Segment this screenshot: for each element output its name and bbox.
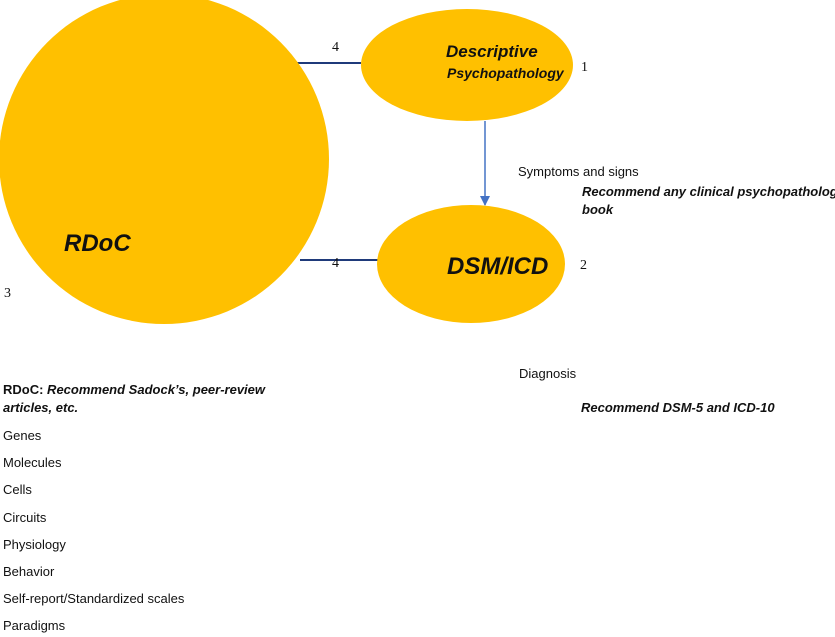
rdoc-recommendation: RDoC: Recommend Sadock’s, peer-review ar… xyxy=(3,381,313,417)
edge-label-rdoc-dsm: 4 xyxy=(332,256,339,271)
dsm-recommendation: Recommend DSM-5 and ICD-10 xyxy=(581,400,775,415)
list-item: Molecules xyxy=(3,455,62,471)
diagnosis-annotation: Diagnosis xyxy=(519,366,577,381)
descriptive-psychopathology-node xyxy=(361,9,573,121)
list-item: Circuits xyxy=(3,509,47,525)
rdoc-recommendation-text: Recommend Sadock’s, peer-review articles… xyxy=(3,382,266,415)
list-item: Self-report/Standardized scales xyxy=(3,591,185,607)
list-item: Behavior xyxy=(3,563,55,579)
node-number-dsm: 2 xyxy=(580,258,587,273)
descriptive-node-label-line1: Descriptive xyxy=(446,42,538,61)
list-item: Cells xyxy=(3,482,32,498)
node-number-rdoc: 3 xyxy=(4,286,11,301)
dsm-icd-node xyxy=(377,205,565,323)
rdoc-node-label: RDoC xyxy=(64,230,131,257)
descriptive-recommendation-line2: book xyxy=(582,202,614,217)
edge-label-rdoc-descriptive: 4 xyxy=(332,40,339,55)
list-item: Genes xyxy=(3,428,42,443)
dsm-icd-node-label: DSM/ICD xyxy=(447,253,549,280)
rdoc-node xyxy=(0,0,329,324)
descriptive-recommendation-line1: Recommend any clinical psychopathology xyxy=(582,184,835,199)
symptoms-annotation: Symptoms and signs xyxy=(518,164,639,179)
rdoc-recommendation-prefix: RDoC: xyxy=(3,382,44,397)
node-number-descriptive: 1 xyxy=(581,60,588,75)
rdoc-levels-list: Genes Molecules Cells Circuits Physiolog… xyxy=(3,428,184,637)
list-item: Physiology xyxy=(3,536,66,552)
list-item: Paradigms xyxy=(3,618,66,634)
descriptive-node-label-line2: Psychopathology xyxy=(447,65,564,81)
